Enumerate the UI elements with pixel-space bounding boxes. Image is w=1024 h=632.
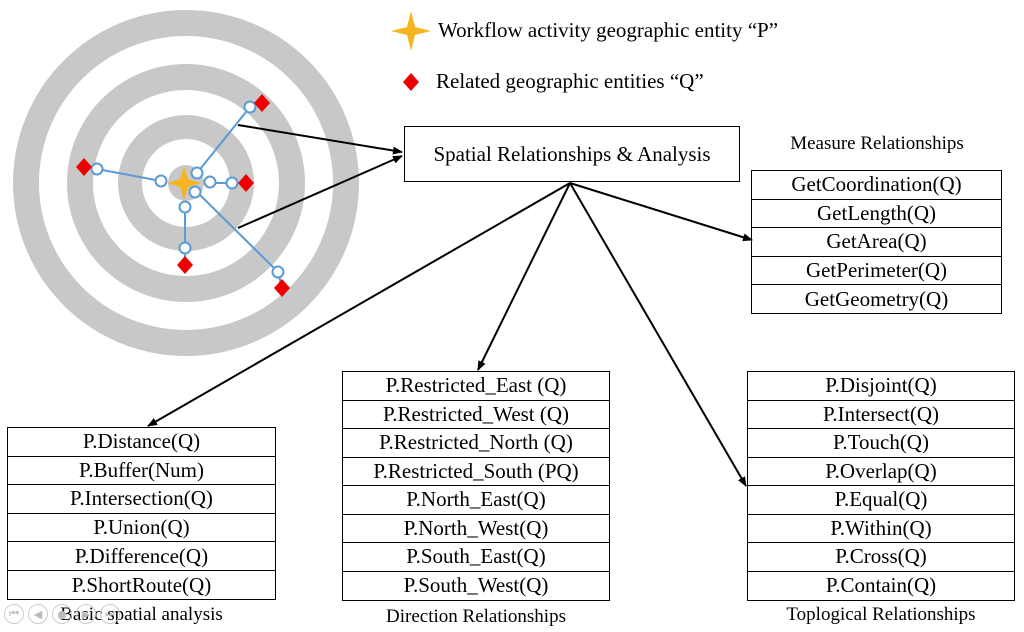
topological-row: P.Cross(Q) (748, 543, 1014, 572)
basic-row: P.Union(Q) (8, 514, 275, 543)
four-point-star-icon (167, 166, 201, 200)
measure-row: GetGeometry(Q) (804, 287, 949, 312)
topological-row: P.Touch(Q) (748, 429, 1014, 458)
legend-star-icon (391, 11, 431, 51)
topological-row: P.Equal(Q) (748, 486, 1014, 515)
last-icon[interactable]: ⏭ (100, 604, 120, 624)
diamond-icon (76, 158, 92, 176)
basic-row: P.ShortRoute(Q) (71, 572, 212, 597)
home-icon[interactable]: ● (52, 604, 72, 624)
diamond-icon (254, 94, 270, 112)
topological-table: P.Disjoint(Q) P.Intersect(Q) P.Touch(Q) … (747, 371, 1015, 601)
first-icon[interactable]: ⏮ (4, 604, 24, 624)
basic-row: P.Difference(Q) (8, 542, 275, 571)
topological-row: P.Overlap(Q) (748, 458, 1014, 486)
direction-title: Direction Relationships (386, 606, 566, 627)
measure-row: GetLength(Q) (752, 200, 1001, 229)
measure-row: GetPerimeter(Q) (752, 257, 1001, 286)
measure-table: GetCoordination(Q) GetLength(Q) GetArea(… (751, 170, 1002, 314)
direction-row: P.Restricted_South (PQ) (343, 458, 609, 486)
arrows (147, 124, 753, 487)
topological-row: P.Intersect(Q) (748, 401, 1014, 429)
topological-row: P.Within(Q) (748, 515, 1014, 543)
topological-row: P.Disjoint(Q) (748, 372, 1014, 401)
direction-row: P.Restricted_East (Q) (343, 372, 609, 401)
direction-row: P.North_East(Q) (343, 486, 609, 515)
ring-outer (13, 10, 359, 356)
topological-title: Toplogical Relationships (786, 604, 976, 625)
prev-icon[interactable]: ◀ (28, 604, 48, 624)
direction-row: P.South_East(Q) (343, 543, 609, 572)
basic-table: P.Distance(Q) P.Buffer(Num) P.Intersecti… (7, 427, 276, 600)
direction-row: P.North_West(Q) (343, 515, 609, 543)
diamond-icon (274, 279, 290, 297)
measure-row: GetCoordination(Q) (752, 171, 1001, 200)
basic-row: P.Buffer(Num) (8, 457, 275, 486)
direction-row: P.South_West(Q) (403, 573, 549, 598)
direction-row: P.Restricted_West (Q) (343, 401, 609, 429)
legend-p-label: Workflow activity geographic entity “P” (438, 18, 779, 42)
center-box: Spatial Relationships & Analysis (404, 126, 740, 182)
legend-q-label: Related geographic entities “Q” (436, 69, 704, 93)
legend-diamond-icon (403, 73, 419, 91)
next-icon[interactable]: ▶ (76, 604, 96, 624)
ring-middle (67, 64, 305, 302)
measure-title: Measure Relationships (790, 133, 964, 154)
measure-row: GetArea(Q) (752, 228, 1001, 257)
direction-row: P.Restricted_North (Q) (343, 429, 609, 458)
direction-table: P.Restricted_East (Q) P.Restricted_West … (342, 371, 610, 601)
topological-row: P.Contain(Q) (825, 573, 937, 598)
diamond-icon (177, 256, 193, 274)
basic-row: P.Intersection(Q) (8, 485, 275, 514)
slide-nav[interactable]: ⏮ ◀ ● ▶ ⏭ (4, 604, 120, 624)
diamond-icon (238, 174, 254, 192)
basic-row: P.Distance(Q) (8, 428, 275, 457)
connector-nodes (90, 100, 285, 279)
q-diamonds (76, 94, 290, 297)
